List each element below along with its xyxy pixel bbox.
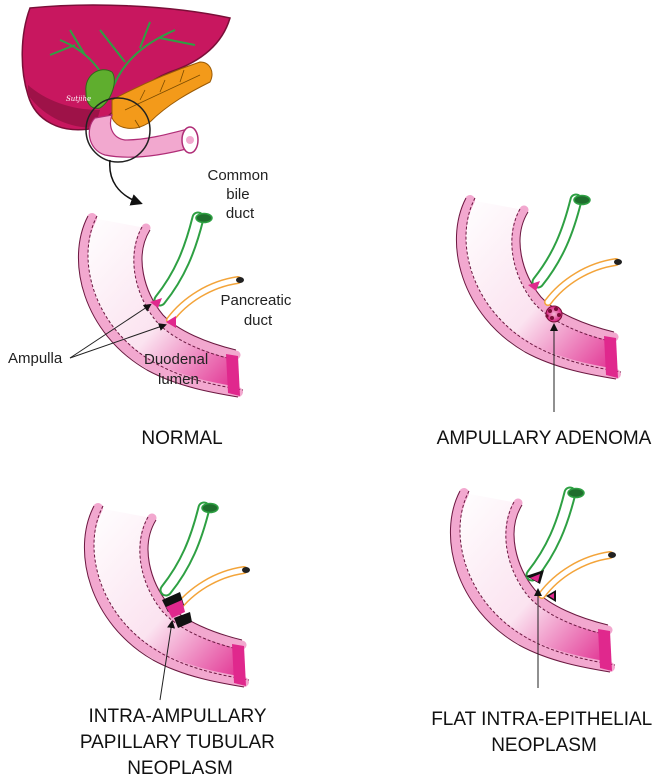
label-common-bile-duct: Common bile duct <box>207 167 272 222</box>
zoom-arrow <box>109 159 143 206</box>
label-pancreatic-duct: Pancreatic duct <box>220 292 295 329</box>
artist-signature: Sutjihe <box>66 95 91 103</box>
caption-normal: NORMAL <box>141 428 222 449</box>
label-duodenal-lumen: Duodenal lumen <box>144 351 212 388</box>
ampulla-upper <box>150 298 162 308</box>
caption-intra-ampullary: INTRA-AMPULLARY PAPILLARY TUBULAR NEOPLA… <box>80 706 280 779</box>
caption-flat-intra-epithelial: FLAT INTRA-EPITHELIAL NEOPLASM <box>431 709 657 756</box>
flat-lesion <box>526 570 556 602</box>
panel-ampullary-adenoma: AMPULLARY ADENOMA <box>437 196 652 449</box>
intra-ampullary-lesion <box>162 592 192 628</box>
adenoma-mass <box>545 305 563 323</box>
gallbladder-shape <box>85 69 115 109</box>
pancreas-shape <box>111 61 213 129</box>
anatomy-overview: Sutjihe <box>21 4 231 206</box>
caption-ampullary-adenoma: AMPULLARY ADENOMA <box>437 428 652 449</box>
magnifier-circle <box>85 97 151 163</box>
panel-flat-intra-epithelial: FLAT INTRA-EPITHELIAL NEOPLASM <box>431 489 657 756</box>
label-ampulla: Ampulla <box>8 350 63 367</box>
panel-normal: Common bile duct Pancreatic duct Ampulla… <box>8 167 295 449</box>
ampulla-lower <box>166 316 176 328</box>
panel-intra-ampullary: INTRA-AMPULLARY PAPILLARY TUBULAR NEOPLA… <box>80 504 280 779</box>
